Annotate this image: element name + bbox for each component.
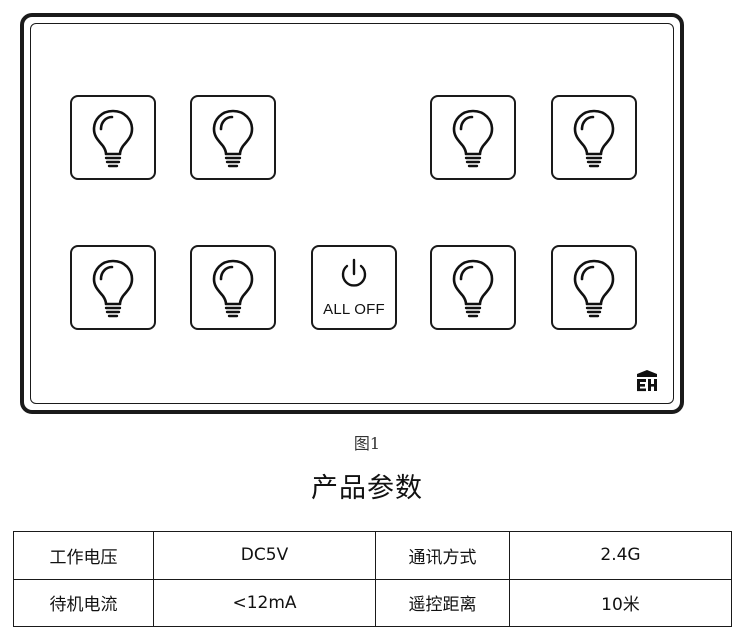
light-bulb-icon <box>571 258 617 318</box>
panel-inner-border <box>30 23 674 404</box>
table-row: 待机电流 <12mA 遥控距离 10米 <box>13 578 732 627</box>
light-bulb-icon <box>210 108 256 168</box>
light-bulb-icon <box>90 258 136 318</box>
table-row: 工作电压 DC5V 通讯方式 2.4G <box>13 531 732 580</box>
light-key-1[interactable] <box>70 95 156 180</box>
table-cell: 待机电流 <box>13 578 154 627</box>
light-key-8[interactable] <box>551 245 637 330</box>
light-key-6[interactable] <box>190 245 276 330</box>
all-off-key[interactable]: ALL OFF <box>311 245 397 330</box>
table-cell: 2.4G <box>509 531 732 580</box>
table-cell: 通讯方式 <box>375 531 510 580</box>
table-cell: 10米 <box>509 578 732 627</box>
section-title: 产品参数 <box>311 473 423 504</box>
table-cell: 遥控距离 <box>375 578 510 627</box>
switch-panel <box>20 13 684 414</box>
table-cell: DC5V <box>153 531 376 580</box>
light-bulb-icon <box>450 258 496 318</box>
light-key-3[interactable] <box>430 95 516 180</box>
table-cell: <12mA <box>153 578 376 627</box>
light-key-4[interactable] <box>551 95 637 180</box>
light-bulb-icon <box>90 108 136 168</box>
power-icon <box>341 258 367 287</box>
light-bulb-icon <box>210 258 256 318</box>
brand-logo-icon <box>637 370 657 392</box>
light-key-5[interactable] <box>70 245 156 330</box>
light-key-2[interactable] <box>190 95 276 180</box>
figure-caption: 图1 <box>353 434 381 453</box>
params-table: 工作电压 DC5V 通讯方式 2.4G 待机电流 <12mA 遥控距离 10米 <box>13 531 732 627</box>
light-key-7[interactable] <box>430 245 516 330</box>
all-off-label: ALL OFF <box>323 301 385 318</box>
light-bulb-icon <box>571 108 617 168</box>
light-bulb-icon <box>450 108 496 168</box>
table-cell: 工作电压 <box>13 531 154 580</box>
